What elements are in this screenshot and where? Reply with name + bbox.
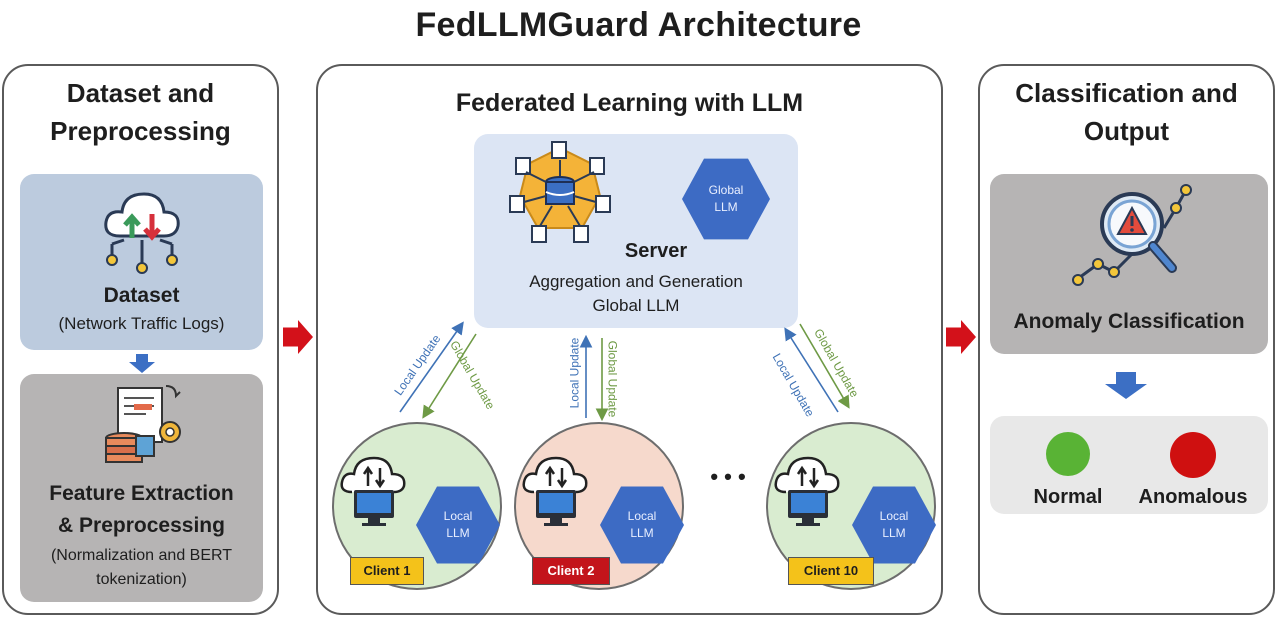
client-2-label: Client 2 xyxy=(532,557,610,585)
anomaly-classification-card: Anomaly Classification xyxy=(990,174,1268,354)
anomalous-indicator xyxy=(1170,432,1216,478)
global-update-arrow-client1 xyxy=(422,333,477,419)
dataset-subtitle: (Network Traffic Logs) xyxy=(58,314,225,333)
down-arrow-icon xyxy=(129,354,155,373)
flow-arrow-to-classification xyxy=(946,320,976,354)
global-update-label-client2: Global Update xyxy=(605,340,620,418)
normal-indicator xyxy=(1046,432,1090,476)
classification-output-panel: Classification and Output Anomaly Classi… xyxy=(978,64,1275,615)
feature-extraction-subtitle: (Normalization and BERT tokenization) xyxy=(50,547,233,588)
dataset-preprocessing-panel: Dataset and Preprocessing Dataset (Netwo… xyxy=(2,64,279,615)
client-1-label: Client 1 xyxy=(350,557,424,585)
update-arrows xyxy=(399,321,850,422)
dataset-title: Dataset xyxy=(103,284,180,307)
anomaly-classification-label: Anomaly Classification xyxy=(1013,310,1245,333)
panel-title-dataset: Dataset and Preprocessing xyxy=(50,78,231,146)
server-description: Aggregation and Generation Global LLM xyxy=(529,272,743,315)
panel-title-federated: Federated Learning with LLM xyxy=(455,89,804,117)
more-clients-ellipsis: • • • xyxy=(710,464,746,489)
panel-title-classification: Classification and Output xyxy=(1015,78,1238,146)
diagram-title: FedLLMGuard Architecture xyxy=(415,6,862,44)
cloud-computer-icon-client2 xyxy=(522,456,588,526)
flow-arrow-to-federated xyxy=(283,320,313,354)
global-update-arrow-client10 xyxy=(799,323,850,409)
feature-extraction-card: Feature Extraction & Preprocessing (Norm… xyxy=(20,374,263,602)
client-10-label: Client 10 xyxy=(788,557,874,585)
server-network-icon xyxy=(509,141,611,243)
local-update-label-client2: Local Update xyxy=(567,337,582,409)
local-update-arrow-client1 xyxy=(399,321,464,413)
down-arrow-icon xyxy=(1105,372,1147,399)
server-title: Server xyxy=(624,240,688,262)
cloud-computer-icon-client1 xyxy=(340,456,406,526)
feature-extraction-title: Feature Extraction & Preprocessing xyxy=(49,482,234,537)
anomalous-label: Anomalous xyxy=(1138,486,1248,508)
normal-label: Normal xyxy=(1033,486,1103,508)
cloud-computer-icon-client10 xyxy=(774,456,840,526)
cloud-upload-download-icon xyxy=(104,192,180,274)
dataset-card: Dataset (Network Traffic Logs) xyxy=(20,174,263,350)
local-update-arrow-client10 xyxy=(784,327,839,413)
document-database-gear-icon xyxy=(105,385,181,463)
magnifier-alert-icon xyxy=(1072,184,1192,286)
classification-output-card: Normal Anomalous xyxy=(990,416,1268,514)
